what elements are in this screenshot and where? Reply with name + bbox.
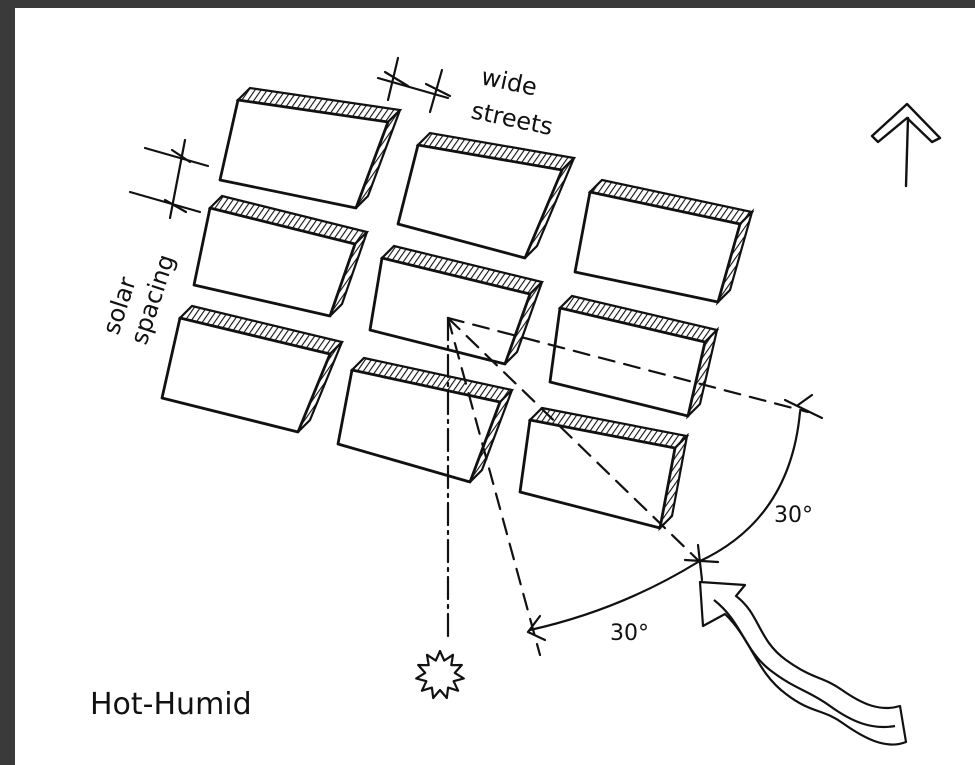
- angle-arc: [528, 410, 802, 632]
- building-face: [336, 368, 502, 484]
- north-arrow-icon: [870, 102, 942, 188]
- building-block: [548, 294, 720, 420]
- building-face: [218, 98, 390, 210]
- angle-label-lower: 30°: [610, 621, 649, 646]
- solar-spacing-dimension: [128, 138, 210, 220]
- building-face: [160, 316, 332, 434]
- wide-streets-dimension: [376, 56, 452, 114]
- building-block: [368, 244, 545, 366]
- angle-label-upper: 30°: [774, 503, 813, 528]
- building-block: [336, 356, 515, 484]
- building-block: [218, 86, 403, 210]
- building-block: [192, 194, 370, 318]
- breeze-arrow-icon: [698, 580, 908, 746]
- building-block: [573, 178, 755, 306]
- sun-icon: [415, 649, 465, 700]
- dashed-ray-southeast: [446, 316, 702, 564]
- building-blocks: [160, 86, 755, 532]
- building-face: [396, 143, 564, 260]
- building-face: [548, 306, 707, 418]
- wide-streets-label-1: wide: [479, 62, 540, 101]
- dashed-ray-east: [446, 316, 810, 414]
- building-block: [396, 131, 577, 260]
- sun-angle-construction: [446, 316, 824, 657]
- dashed-ray-south: [446, 316, 542, 657]
- climate-label: Hot-Humid: [90, 687, 252, 722]
- building-face: [573, 190, 742, 304]
- building-face: [192, 206, 357, 318]
- wide-streets-label-2: streets: [469, 96, 556, 141]
- building-block: [160, 304, 345, 434]
- building-face: [368, 256, 532, 366]
